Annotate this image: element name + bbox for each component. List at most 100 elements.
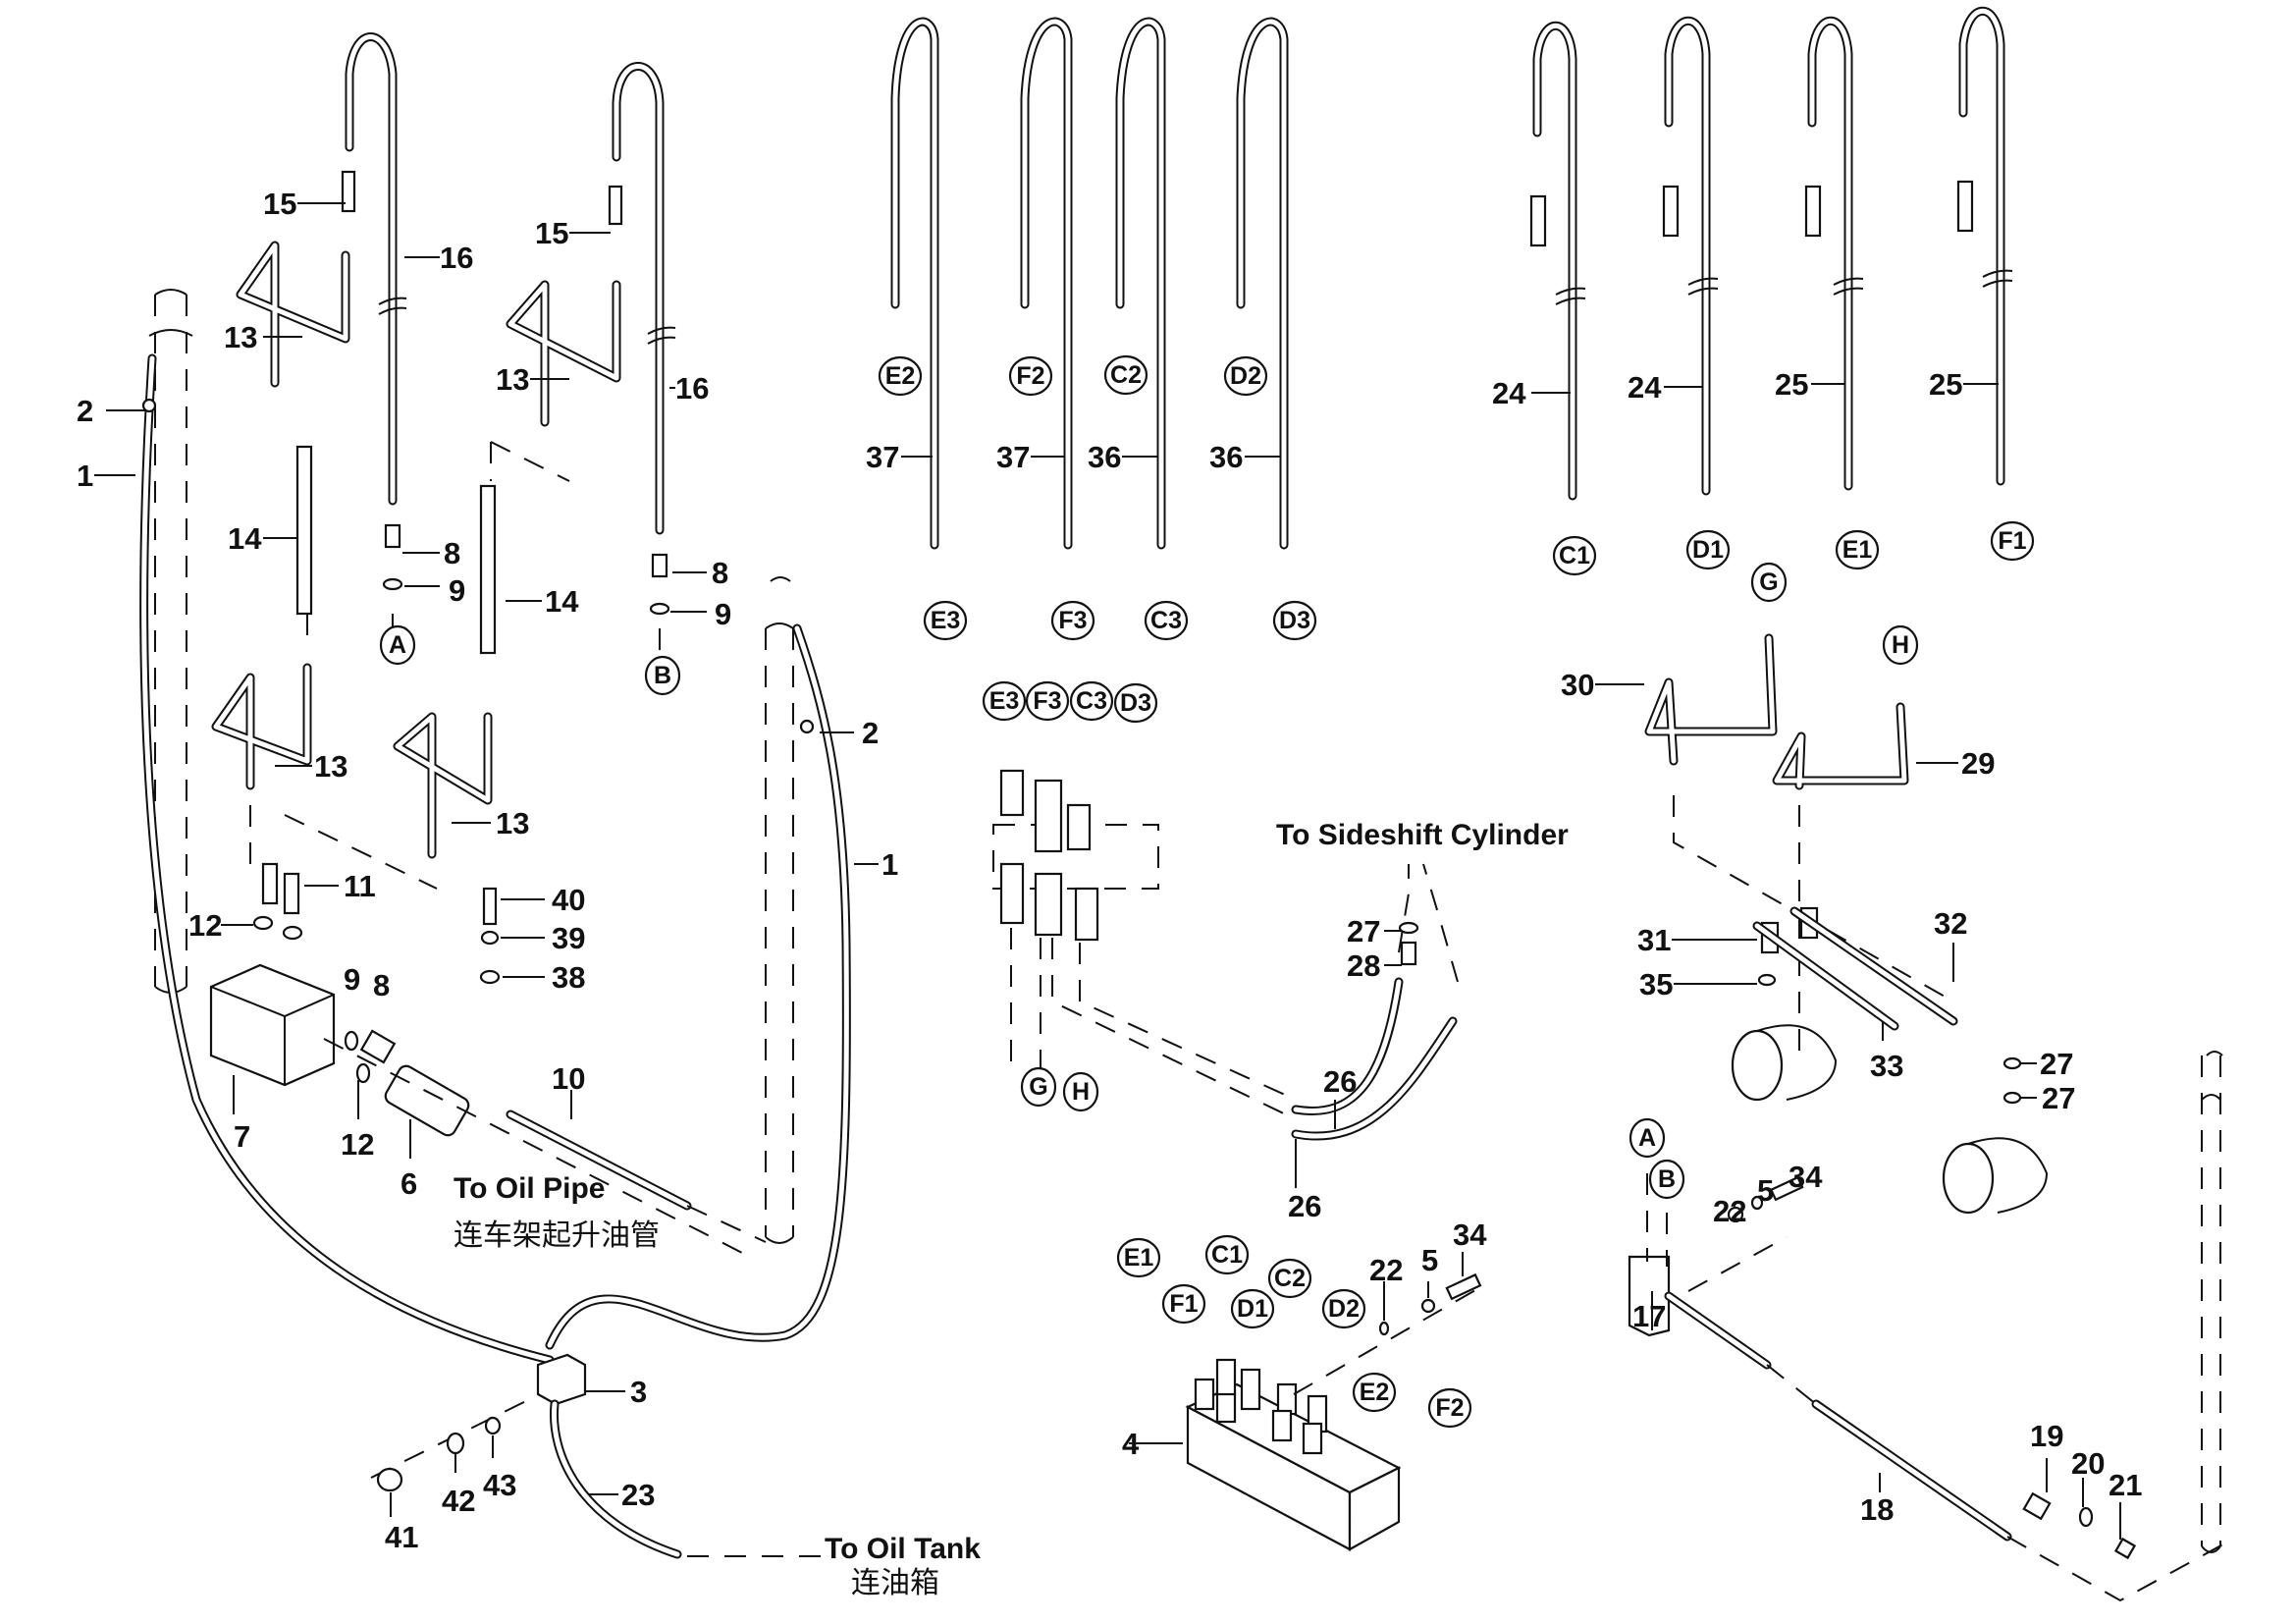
connector-label: E3 <box>989 687 1020 715</box>
connector-c1: C1 <box>1204 1234 1250 1275</box>
connector-circle <box>1750 562 1788 603</box>
connector-label: E1 <box>1842 536 1873 564</box>
callout-31: 31 <box>1637 923 1671 957</box>
connector-circle <box>1161 1283 1206 1325</box>
bolt-40 <box>482 887 498 926</box>
callout-18: 18 <box>1860 1492 1894 1527</box>
port-lower <box>1074 887 1099 942</box>
washer-22b <box>1727 1206 1744 1223</box>
connector-circle <box>1223 355 1268 397</box>
connector-circle <box>1882 624 1919 666</box>
fitting-11a <box>261 862 279 905</box>
port-h <box>1034 872 1063 937</box>
callout-9: 9 <box>344 962 360 997</box>
callout-37: 37 <box>866 440 899 474</box>
connector-circle <box>1116 1237 1161 1278</box>
connector-circle <box>1990 520 2035 562</box>
connector-label: C3 <box>1076 687 1107 715</box>
callout-29: 29 <box>1961 746 1995 781</box>
port-g <box>999 862 1025 925</box>
hose-1-right <box>545 623 851 1350</box>
callout-35: 35 <box>1639 967 1673 1001</box>
connector-label: D2 <box>1328 1295 1360 1323</box>
union-24b <box>1662 185 1680 238</box>
connector-label: E2 <box>885 362 916 390</box>
connector-e3: E3 <box>982 680 1027 722</box>
connector-b: B <box>644 655 681 696</box>
connector-label: C2 <box>1274 1265 1306 1292</box>
callout-32: 32 <box>1934 906 1967 941</box>
pipe-assembly-b <box>393 62 676 859</box>
callout-16: 16 <box>675 371 709 406</box>
port-d1 <box>1240 1368 1261 1411</box>
port-d3 <box>1066 803 1092 851</box>
callout-12: 12 <box>188 908 222 943</box>
to-oil-tank-label: To Oil Tank <box>825 1533 981 1565</box>
callout-41: 41 <box>385 1520 418 1554</box>
port-f2 <box>1302 1422 1323 1455</box>
filter-6 <box>384 1064 470 1137</box>
connector-label: B <box>654 662 671 689</box>
connector-g: G <box>1750 562 1788 603</box>
connector-circle <box>1025 680 1070 722</box>
sideshift-pipes <box>1644 633 2049 1215</box>
connector-f3: F3 <box>1025 680 1070 722</box>
to-oil-pipe-cn-label: 连车架起升油管 <box>454 1219 660 1252</box>
connector-f1: F1 <box>1990 520 2035 562</box>
sideshift-cylinder-a <box>1731 1029 1784 1102</box>
washer-5b <box>1750 1195 1764 1211</box>
callout-25: 25 <box>1775 367 1808 402</box>
connector-a: A <box>379 624 416 666</box>
connector-d2: D2 <box>1321 1288 1366 1329</box>
port-e2 <box>1271 1409 1293 1442</box>
connector-e3: E3 <box>923 600 968 641</box>
connector-d1: D1 <box>1685 529 1731 570</box>
washer-9c <box>344 1030 359 1052</box>
connector-label: F3 <box>1058 607 1087 634</box>
connector-c2: C2 <box>1103 354 1148 396</box>
fitting-8b <box>651 553 668 578</box>
callout-2: 2 <box>862 716 879 750</box>
union-15a <box>341 170 356 213</box>
port-f1 <box>1215 1390 1237 1424</box>
fitting-19 <box>2022 1491 2052 1521</box>
callout-13: 13 <box>496 806 529 840</box>
connector-label: D1 <box>1692 536 1724 564</box>
washer-42 <box>446 1432 465 1455</box>
callout-14: 14 <box>545 584 579 619</box>
callout-27: 27 <box>1347 914 1380 948</box>
connector-circle <box>379 624 416 666</box>
clamp-2-left <box>141 398 157 413</box>
callout-33: 33 <box>1870 1049 1903 1083</box>
callout-4: 4 <box>1122 1427 1140 1461</box>
callout-34: 34 <box>1453 1218 1487 1252</box>
connector-label: D3 <box>1120 689 1151 717</box>
connector-circle <box>1272 600 1317 641</box>
connector-label: F2 <box>1016 362 1044 390</box>
callout-2: 2 <box>77 394 93 428</box>
connector-label: C1 <box>1559 542 1590 569</box>
hoses-24-25 <box>1529 7 2013 501</box>
callout-40: 40 <box>552 883 585 917</box>
callout-36: 36 <box>1209 440 1243 474</box>
connector-label: C3 <box>1150 607 1182 634</box>
callout-17: 17 <box>1632 1299 1666 1333</box>
annotations: To Oil Pipe 连车架起升油管 To Oil Tank 连油箱 To S… <box>454 819 1569 1599</box>
callout-8: 8 <box>373 968 390 1002</box>
connector-c2: C2 <box>1267 1258 1312 1299</box>
callout-21: 21 <box>2109 1468 2142 1502</box>
bolt-34b <box>1769 1175 1804 1202</box>
union-15b <box>608 185 623 226</box>
bolt-34a <box>1445 1272 1482 1301</box>
callout-30: 30 <box>1561 668 1594 702</box>
connector-c3: C3 <box>1069 680 1114 722</box>
callout-19: 19 <box>2030 1419 2063 1453</box>
port-e3 <box>999 769 1025 817</box>
callout-22: 22 <box>1713 1194 1746 1228</box>
connector-label: A <box>389 631 406 659</box>
callout-13: 13 <box>314 749 347 784</box>
washer-5a <box>1420 1298 1436 1314</box>
callout-24: 24 <box>1628 370 1662 405</box>
